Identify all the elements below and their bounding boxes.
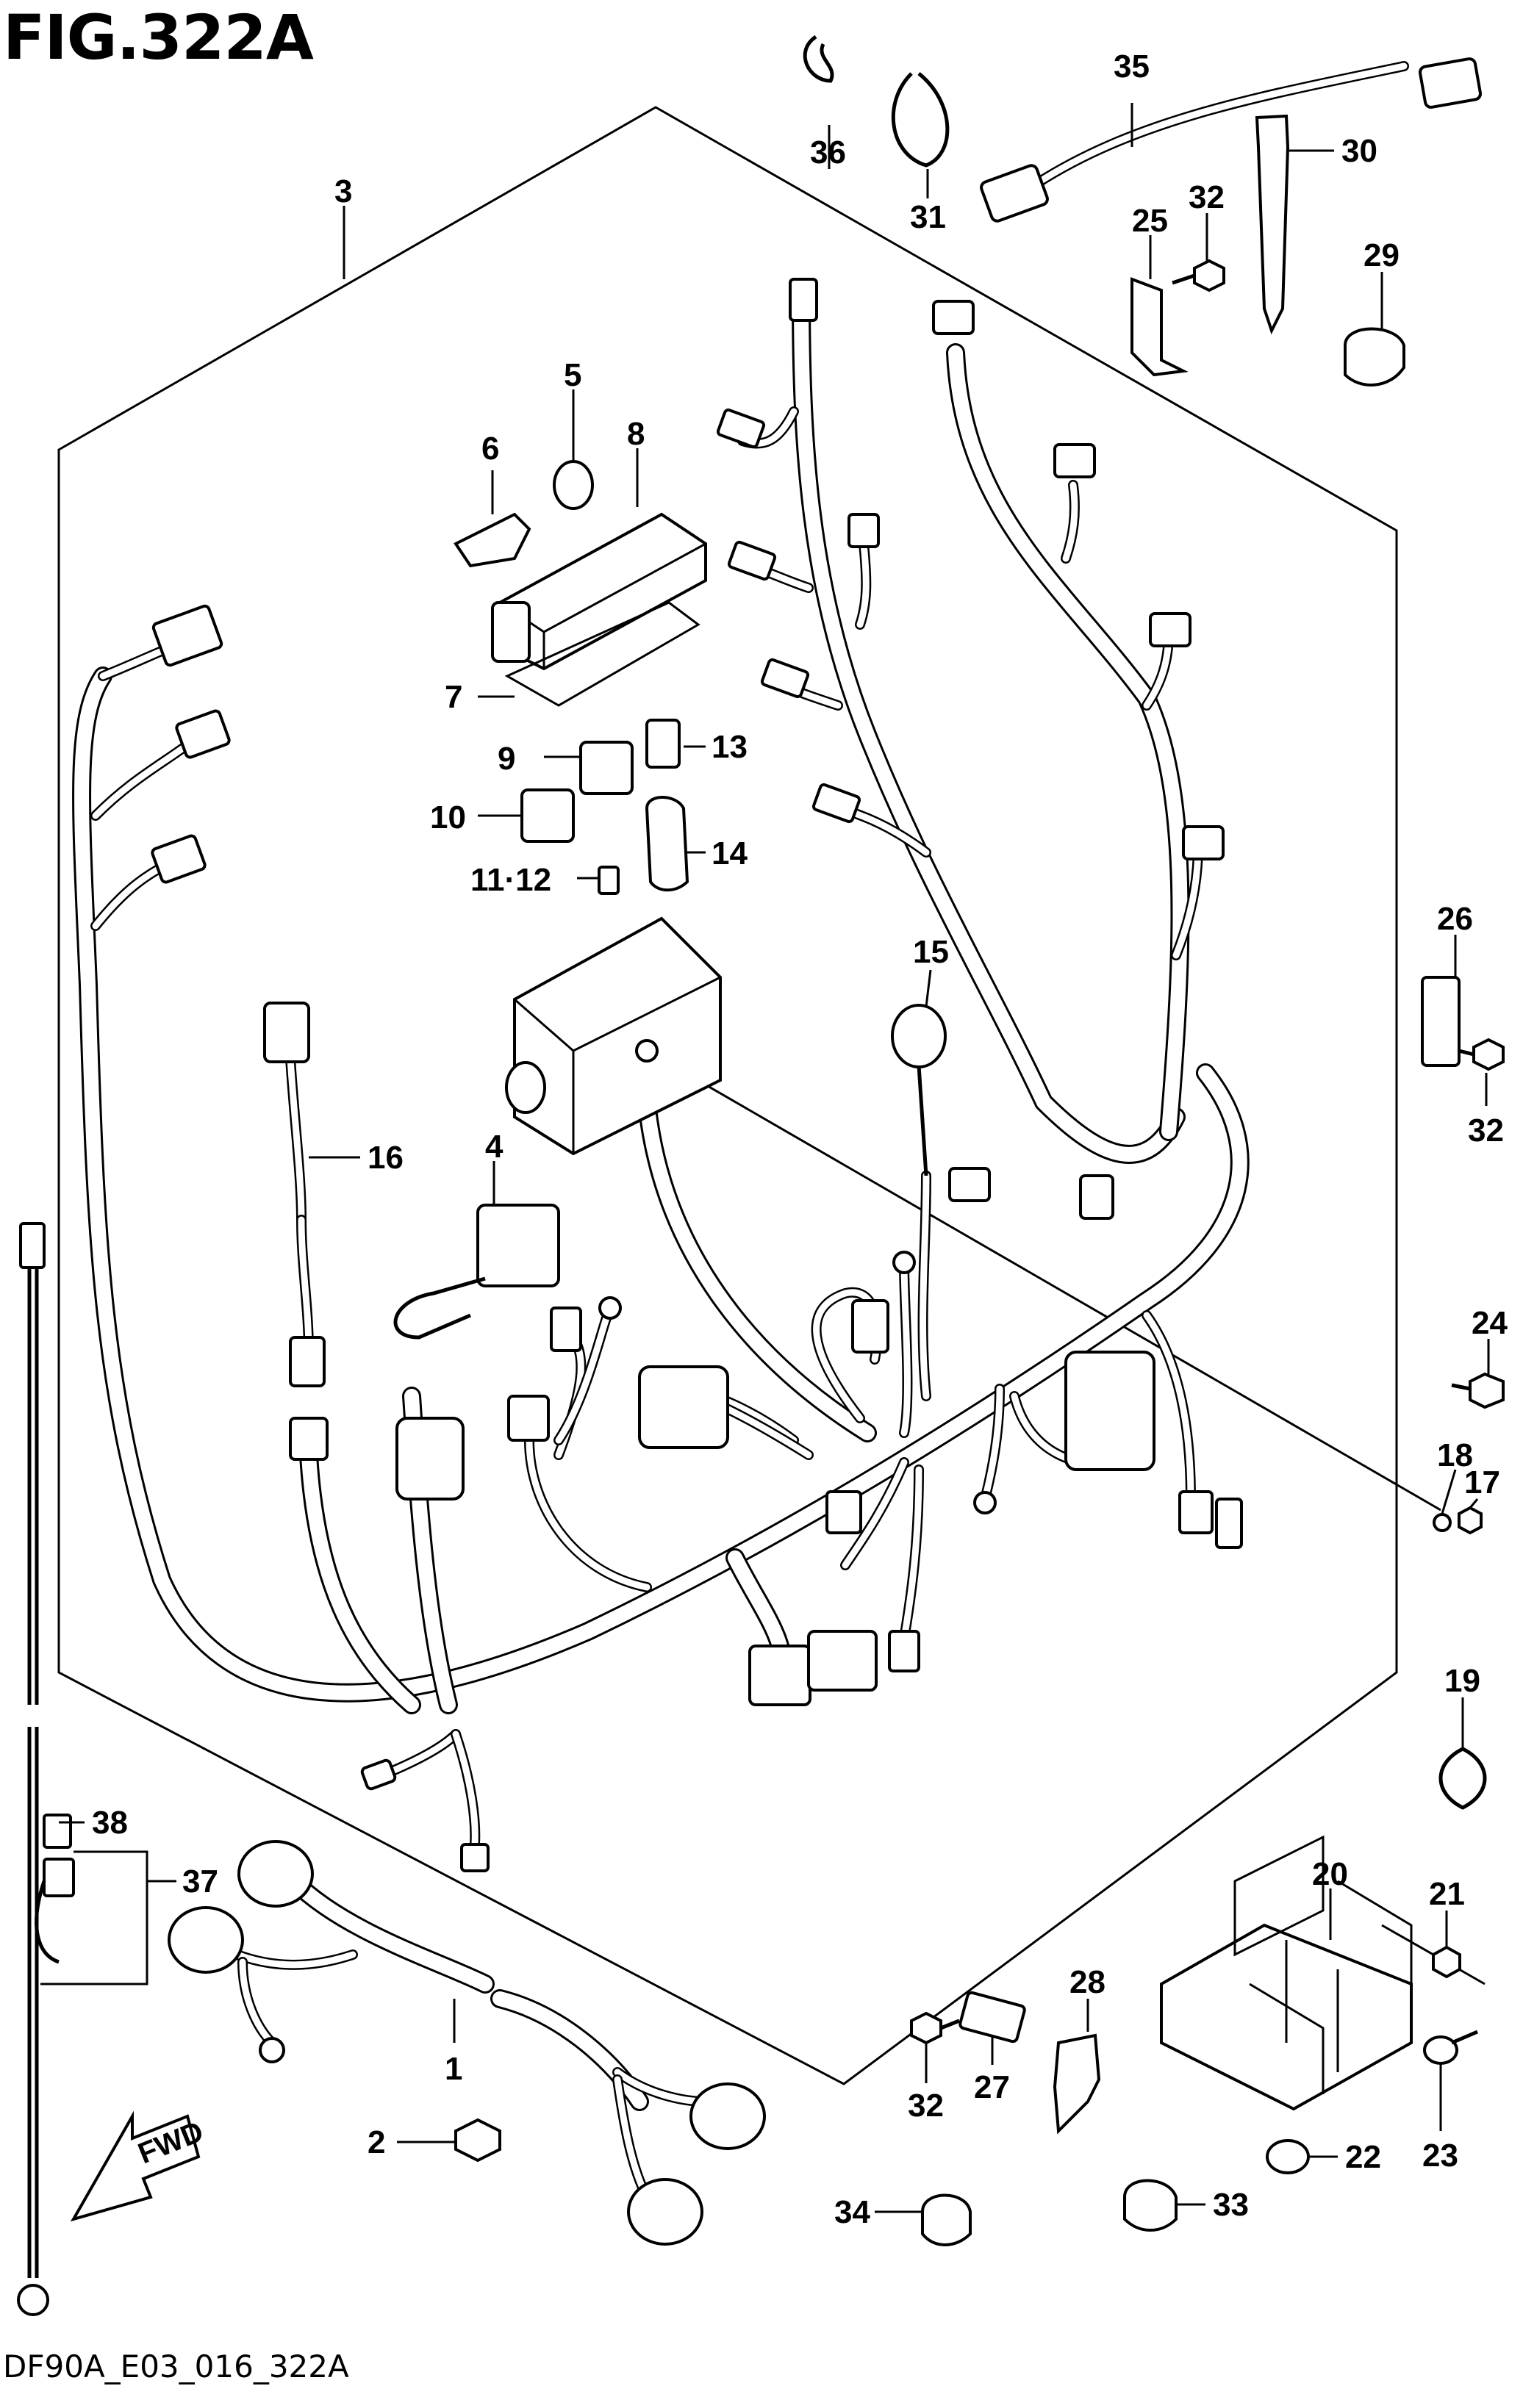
part-28-bracket (1053, 2033, 1101, 2135)
part-13-fuse (645, 719, 681, 769)
callout-8: 8 (627, 416, 645, 452)
part-27-bracket (958, 1991, 1026, 2044)
part-4-strap (393, 1276, 486, 1340)
figure-code: DF90A_E03_016_322A (3, 2348, 349, 2384)
fwd-arrow: FWD (70, 2110, 208, 2222)
callout-28: 28 (1069, 1964, 1105, 2000)
part-33-clamp (1123, 2179, 1178, 2232)
callout-22: 22 (1345, 2139, 1381, 2175)
callout-16: 16 (368, 1140, 404, 1176)
part-15-cap (891, 1004, 947, 1068)
callout-23: 23 (1422, 2138, 1458, 2174)
junction-box-housing (505, 916, 722, 1156)
callout-19: 19 (1444, 1663, 1480, 1699)
callout-13: 13 (712, 729, 748, 765)
callout-30: 30 (1341, 133, 1377, 169)
callout-11-12: 11·12 (470, 862, 551, 898)
callout-35: 35 (1114, 48, 1150, 85)
sub-harness-16 (263, 1002, 326, 1387)
callout-27: 27 (974, 2069, 1010, 2105)
battery-cable-37 (17, 1222, 75, 2316)
part-25-bracket (1130, 277, 1189, 377)
callout-33: 33 (1213, 2187, 1249, 2223)
callout-9: 9 (498, 741, 515, 777)
part-26-bracket (1421, 976, 1461, 1067)
part-6-clip (454, 512, 531, 568)
callout-24: 24 (1472, 1305, 1508, 1341)
part-32-bolt-b (1458, 1038, 1505, 1071)
callout-38: 38 (92, 1805, 128, 1841)
callout-34: 34 (834, 2194, 870, 2230)
callout-36: 36 (810, 134, 846, 170)
callout-15: 15 (913, 934, 949, 970)
callout-37: 37 (182, 1863, 218, 1900)
callout-1: 1 (445, 2051, 462, 2087)
part-19-band (1438, 1747, 1487, 1810)
fuse-box-cover (491, 512, 707, 671)
part-32-bolt-c (910, 2011, 960, 2045)
part-11-fuse (598, 866, 620, 895)
callout-7: 7 (445, 679, 462, 715)
part-18-washer (1433, 1513, 1452, 1532)
part-9-relay (579, 741, 634, 795)
callout-17: 17 (1464, 1464, 1500, 1500)
callout-10: 10 (430, 799, 466, 835)
part-5-grommet (553, 460, 594, 510)
part-30-cable-tie (1255, 114, 1290, 335)
guide-line-fasteners (646, 1049, 1441, 1512)
part-32-bolt-a (1172, 259, 1225, 292)
part-22-grommet (1266, 2139, 1310, 2174)
sub-harness-35 (980, 57, 1483, 223)
callout-29: 29 (1363, 237, 1400, 273)
callout-6: 6 (481, 431, 499, 467)
callout-14: 14 (712, 835, 748, 871)
callout-25: 25 (1132, 203, 1168, 239)
callout-20: 20 (1312, 1856, 1348, 1892)
callout-3: 3 (334, 173, 352, 209)
callout-2: 2 (368, 2124, 385, 2160)
callout-32-bottom: 32 (908, 2088, 944, 2124)
part-2-nut (454, 2118, 501, 2163)
part-23-screw (1423, 2030, 1478, 2065)
callout-31: 31 (910, 199, 946, 235)
part-20-bracket (1160, 1835, 1413, 2111)
callout-21: 21 (1429, 1876, 1465, 1912)
ground-harness-1 (168, 1840, 766, 2246)
part-17-nut (1458, 1506, 1483, 1535)
part-10-relay (520, 788, 575, 843)
callout-4: 4 (485, 1129, 504, 1165)
figure-title: FIG.322A (3, 1, 314, 73)
part-36-clip (803, 35, 834, 83)
part-15-wire (917, 1065, 928, 1176)
callout-labels: 1 2 3 4 5 6 7 8 9 10 11·12 13 14 15 16 1… (92, 48, 1508, 2230)
part-24-bolt (1451, 1372, 1505, 1409)
callout-18: 18 (1437, 1437, 1473, 1473)
callout-32-top: 32 (1189, 179, 1225, 215)
main-harness (72, 284, 1250, 1857)
leader-lines (40, 103, 1490, 2213)
assembly-outline (57, 106, 1398, 2085)
part-14-cap (645, 796, 689, 892)
part-21-nut (1432, 1945, 1461, 1979)
callout-26: 26 (1437, 901, 1473, 937)
part-29-clamp (1344, 327, 1405, 387)
part-4-module (476, 1204, 560, 1287)
part-31-band (891, 72, 950, 168)
gasket (504, 601, 700, 707)
callout-5: 5 (564, 357, 581, 393)
callout-32-right: 32 (1468, 1113, 1504, 1149)
part-34-clamp (921, 2193, 972, 2246)
harness-connectors (151, 278, 1243, 1872)
